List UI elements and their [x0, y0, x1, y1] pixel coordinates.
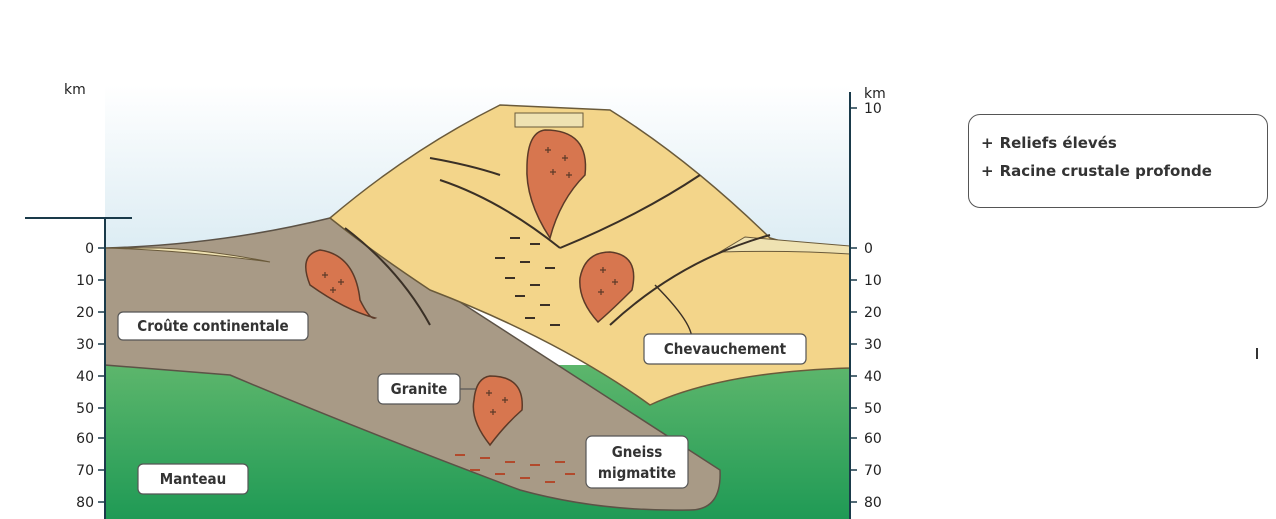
legend-box: + Reliefs élevés + Racine crustale profond…: [968, 114, 1268, 208]
legend-item-text: Reliefs élevés: [1000, 134, 1117, 152]
label-granite-text: Granite: [391, 380, 448, 398]
right-axis-unit: km: [864, 86, 886, 102]
left-tick-label: 0: [85, 241, 94, 257]
stray-mark: [1256, 348, 1258, 359]
right-axis-labels: 10 0 10 20 30 40 50 60 70 80: [864, 101, 882, 511]
left-tick-label: 20: [76, 305, 94, 321]
left-tick-label: 30: [76, 337, 94, 353]
left-tick-label: 60: [76, 431, 94, 447]
label-gneiss-line2: migmatite: [598, 464, 676, 482]
right-tick-label: 50: [864, 401, 882, 417]
legend-item-reliefs: + Reliefs élevés: [981, 129, 1255, 157]
legend-bullet: +: [981, 162, 994, 180]
left-tick-label: 10: [76, 273, 94, 289]
right-tick-label: 10: [864, 273, 882, 289]
right-tick-label: 80: [864, 495, 882, 511]
sediment-summit: [515, 113, 583, 127]
legend-bullet: +: [981, 134, 994, 152]
label-gneiss-line1: Gneiss: [612, 443, 663, 461]
left-tick-label: 70: [76, 463, 94, 479]
right-tick-label: 40: [864, 369, 882, 385]
left-tick-label: 80: [76, 495, 94, 511]
label-thrust-text: Chevauchement: [664, 340, 787, 358]
label-crust-text: Croûte continentale: [137, 317, 288, 335]
label-mantle: Manteau: [138, 464, 248, 494]
right-tick-label: 0: [864, 241, 873, 257]
right-tick-label: 70: [864, 463, 882, 479]
right-tick-label: 60: [864, 431, 882, 447]
label-thrust: Chevauchement: [644, 334, 806, 364]
label-crust: Croûte continentale: [118, 312, 308, 340]
label-gneiss: Gneiss migmatite: [586, 436, 688, 488]
legend-item-text: Racine crustale profonde: [1000, 162, 1212, 180]
left-tick-label: 50: [76, 401, 94, 417]
left-tick-label: 40: [76, 369, 94, 385]
right-tick-label: 10: [864, 101, 882, 117]
left-axis-ticks: [98, 248, 105, 502]
right-axis-ticks: [850, 108, 857, 502]
right-tick-label: 20: [864, 305, 882, 321]
label-mantle-text: Manteau: [160, 470, 226, 488]
left-axis-labels: 0 10 20 30 40 50 60 70 80: [76, 241, 94, 511]
legend-item-racine: + Racine crustale profonde: [981, 157, 1255, 185]
right-tick-label: 30: [864, 337, 882, 353]
left-axis-unit: km: [64, 82, 86, 98]
